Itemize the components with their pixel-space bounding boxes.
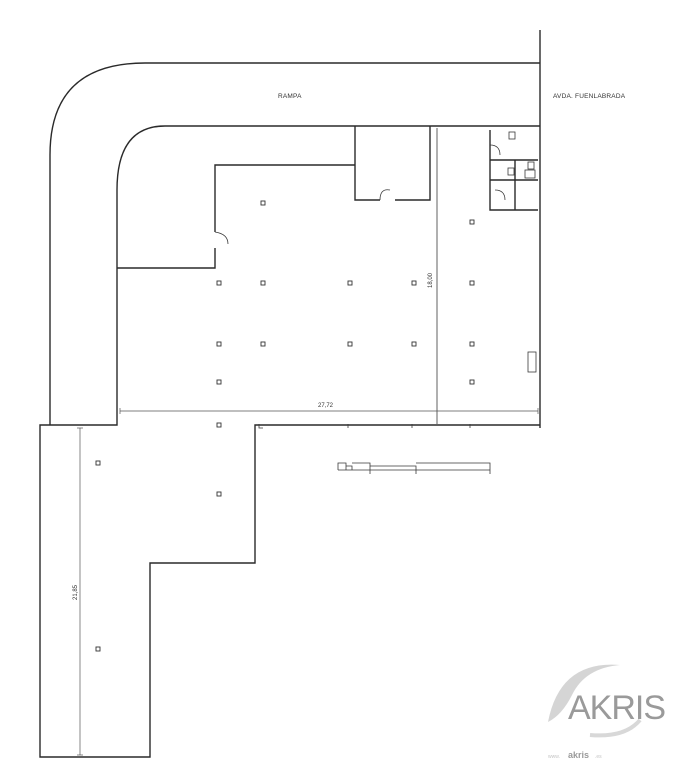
depth-dimension-label: 18,00 xyxy=(428,272,434,288)
restroom-door xyxy=(489,144,501,156)
scale-bar xyxy=(337,462,491,474)
avenue-label: AVDA. FUENLABRADA xyxy=(553,93,626,100)
logo-subtext: akris xyxy=(568,750,589,760)
logo-suffix: .es xyxy=(595,754,602,760)
column xyxy=(216,422,222,428)
facade-marks xyxy=(258,424,471,429)
column xyxy=(95,460,101,466)
ramp-outer-edge xyxy=(49,62,540,425)
column xyxy=(469,280,475,286)
sink xyxy=(524,169,536,179)
akris-logo: AKRIS www. akris .es xyxy=(548,664,666,760)
ramp-inner-edge xyxy=(116,125,355,268)
building-step-wall xyxy=(117,164,355,269)
column xyxy=(216,379,222,385)
toilet-1 xyxy=(508,131,516,140)
column xyxy=(95,646,101,652)
restroom-door-2 xyxy=(494,189,506,201)
building-left-wall xyxy=(39,268,540,758)
ramp-label: RAMPA xyxy=(278,93,302,100)
logo-arc-icon xyxy=(589,718,642,738)
column xyxy=(469,379,475,385)
building-outline xyxy=(39,125,540,758)
right-wall-niche xyxy=(527,351,537,373)
scale-bar-line xyxy=(337,462,491,471)
column xyxy=(469,341,475,347)
width-dimension-label: 27,72 xyxy=(318,403,334,409)
side-dimension-label: 21,85 xyxy=(73,584,79,600)
column xyxy=(216,491,222,497)
column xyxy=(260,280,266,286)
column xyxy=(216,341,222,347)
ramp-road xyxy=(49,30,541,428)
dimension-lines xyxy=(77,408,539,756)
column xyxy=(260,200,266,206)
storage-room xyxy=(354,126,431,201)
storage-door xyxy=(379,189,391,201)
toilet-3 xyxy=(507,167,515,176)
side-door xyxy=(214,231,229,245)
logo-swoosh-icon xyxy=(548,664,620,722)
restroom-walls xyxy=(489,130,538,211)
columns xyxy=(95,200,475,652)
facade-mark xyxy=(258,424,263,429)
column xyxy=(469,219,475,225)
toilet-2 xyxy=(527,161,535,170)
column xyxy=(347,341,353,347)
logo-prefix: www. xyxy=(548,754,560,760)
column xyxy=(260,341,266,347)
column xyxy=(411,341,417,347)
column xyxy=(347,280,353,286)
logo-wordmark: AKRIS xyxy=(568,689,665,727)
column xyxy=(411,280,417,286)
column xyxy=(216,280,222,286)
restroom-block xyxy=(489,130,538,211)
